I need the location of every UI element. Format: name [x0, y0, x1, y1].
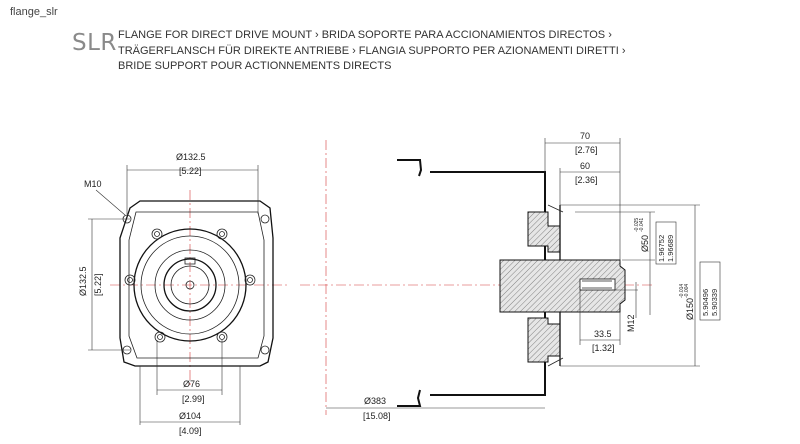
dim70-inch: [2.76] [575, 145, 598, 155]
d50-label: Ø50 [640, 235, 650, 252]
flange-ring-circle [140, 235, 240, 335]
bolt-hole [154, 331, 166, 343]
corner-hole-br [260, 345, 270, 355]
bearing-circle [154, 249, 226, 321]
d383-label: Ø383 [364, 396, 386, 406]
product-code: SLR [72, 30, 117, 56]
title-line-3: BRIDE SUPPORT POUR ACTIONNEMENTS DIRECTS [118, 60, 392, 72]
d150-inch-box [699, 261, 721, 321]
bolt-hole-inner [127, 277, 133, 283]
flange-outer-circle [133, 228, 247, 342]
hole-leader-line [95, 189, 126, 216]
d104-inch: [4.09] [179, 426, 202, 436]
drawing-title: FLANGE FOR DIRECT DRIVE MOUNT › BRIDA SO… [118, 28, 626, 75]
d150-inch-b: 5.90339 [710, 289, 719, 316]
d150-inch-a: 5.90496 [701, 289, 710, 316]
d50-tolerance-bottom: -0.041 [639, 218, 645, 232]
bolt-hole [151, 228, 163, 240]
d150-tolerance-bottom: -0.004 [684, 284, 690, 298]
d76-inch: [2.99] [182, 394, 205, 404]
dim335-label: 33.5 [594, 329, 612, 339]
bolt-hole-inner [154, 231, 160, 237]
d150-label: Ø150 [685, 298, 695, 320]
d104-label: Ø104 [179, 411, 201, 421]
dim60-inch: [2.36] [575, 175, 598, 185]
title-line-1: FLANGE FOR DIRECT DRIVE MOUNT › BRIDA SO… [118, 29, 612, 41]
d150-tolerance-top: -0.014 [679, 284, 685, 298]
dim60-label: 60 [580, 161, 590, 171]
d50-inch-box [655, 221, 677, 265]
bolt-hole [124, 274, 136, 286]
bolt-hole-inner [247, 277, 253, 283]
thread-label: M12 [626, 314, 636, 332]
corner-hole-tr [260, 214, 270, 224]
bolt-hole-inner [157, 334, 163, 340]
dim70-label: 70 [580, 131, 590, 141]
mounting-plate-edge [547, 204, 564, 367]
square-flange-outline [119, 200, 274, 367]
d50-inch-b: 1.96689 [666, 235, 675, 262]
shaft-center-hole [185, 280, 195, 290]
drawing-tag: flange_slr [10, 6, 58, 18]
upper-flange-section [527, 211, 561, 253]
threaded-hole [579, 278, 616, 291]
d50-inch-a: 1.96752 [657, 235, 666, 262]
top-dimension-label: Ø132.5 [176, 152, 206, 162]
hole-thread-label: M10 [84, 179, 102, 189]
d76-label: Ø76 [183, 379, 200, 389]
left-dimension-inch: [5.22] [93, 273, 103, 296]
flange-inner-outline [128, 211, 265, 359]
shaft-outer-circle [163, 258, 217, 312]
bolt-hole [216, 228, 228, 240]
drum-top-break [397, 159, 423, 177]
bolt-hole-inner [219, 334, 225, 340]
side-view: Ø383 [15.08] 70 [2.76] 60 [2.36] Ø50 -0.… [300, 131, 721, 421]
bolt-hole-inner [219, 231, 225, 237]
d383-inch: [15.08] [363, 411, 391, 421]
left-dimension-label: Ø132.5 [78, 266, 88, 296]
d50-tolerance-top: -0.025 [634, 218, 640, 232]
top-dimension-inch: [5.22] [179, 166, 202, 176]
lower-flange-section [527, 317, 561, 363]
bolt-hole [244, 274, 256, 286]
shaft-inner-circle [170, 265, 210, 305]
keyway [184, 257, 196, 265]
title-line-2: TRÄGERFLANSCH FÜR DIREKTE ANTRIEBE › FLA… [118, 44, 626, 57]
dim335-inch: [1.32] [592, 343, 615, 353]
front-view: Ø132.5 [5.22] M10 Ø132.5 [5.22] Ø76 [2.9… [78, 152, 290, 436]
drum-bottom-break [397, 389, 422, 407]
bolt-holes [124, 228, 256, 343]
